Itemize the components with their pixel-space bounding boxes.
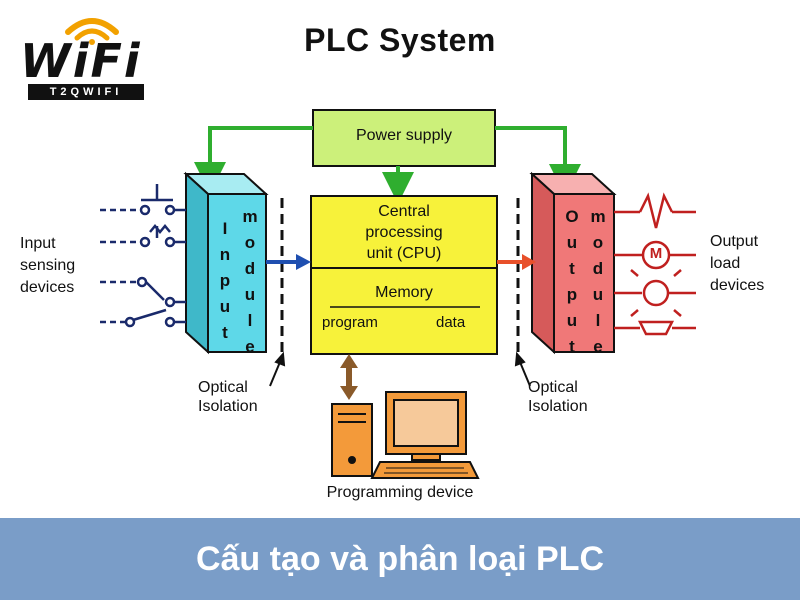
module-letter: d: [244, 259, 256, 278]
power-supply-label: Power supply: [355, 127, 453, 144]
output-devices-line1: Output: [710, 233, 759, 250]
module-letter: I: [222, 219, 228, 238]
module-letter: m: [590, 207, 606, 226]
module-letter: u: [592, 285, 604, 304]
module-letter: m: [242, 207, 258, 226]
optical-isolation-left-label: Optical Isolation: [198, 378, 258, 416]
module-letter: O: [565, 207, 579, 226]
input-devices-line2: sensing: [20, 257, 76, 274]
cpu-label-line3: unit (CPU): [366, 245, 442, 262]
wifi-logo-icon: [65, 18, 119, 45]
module-letter: p: [219, 271, 231, 290]
cpu-label-line2: processing: [365, 224, 443, 241]
optical-isolation-right-label: Optical Isolation: [528, 378, 588, 416]
module-letter: l: [595, 311, 601, 330]
horn-icon: [637, 320, 675, 336]
input-devices-line3: devices: [20, 279, 75, 296]
module-letter: t: [569, 259, 575, 278]
module-letter: u: [566, 311, 578, 330]
module-letter: u: [244, 285, 256, 304]
plc-diagram: [65, 18, 696, 479]
programming-device-label: Programming device: [326, 484, 474, 501]
module-letter: u: [219, 297, 231, 316]
input-switches: [100, 184, 186, 328]
optical-left-line1: Optical: [198, 379, 248, 396]
optical-pointer-arrows: [269, 351, 531, 387]
output-devices-label: Output load devices: [710, 231, 764, 297]
lamp-icon: [642, 279, 670, 307]
output-devices-line3: devices: [710, 277, 765, 294]
module-letter: p: [566, 285, 578, 304]
module-letter: t: [222, 323, 228, 342]
input-devices-label: Input sensing devices: [20, 233, 75, 299]
diagram-title: PLC System: [304, 22, 496, 58]
input-to-cpu-arrow: [266, 254, 311, 270]
motor-symbol-label: M: [649, 245, 663, 262]
caption-band: [0, 518, 800, 600]
output-module-box: [529, 171, 617, 355]
cpu-label-line1: Central: [378, 203, 430, 220]
module-letter: e: [593, 337, 603, 356]
module-letter: o: [592, 233, 604, 252]
logo-wordmark: WiFi: [20, 34, 142, 88]
module-letter: e: [245, 337, 255, 356]
caption-text: Cấu tạo và phân loại PLC: [195, 540, 605, 578]
logo-tagline: T2QWIFI: [28, 84, 144, 100]
programming-link-arrow: [340, 354, 358, 400]
output-loads: [614, 192, 696, 336]
optical-right-line1: Optical: [528, 379, 578, 396]
cpu-to-output-arrow: [497, 254, 536, 270]
module-letter: o: [244, 233, 256, 252]
input-devices-line1: Input: [20, 235, 56, 252]
input-module-box: [183, 171, 269, 355]
memory-label: Memory: [375, 284, 433, 301]
module-letter: n: [219, 245, 231, 264]
optical-left-line2: Isolation: [198, 398, 258, 415]
power-supply-box: [312, 109, 496, 167]
module-letter: u: [566, 233, 578, 252]
memory-program-label: program: [322, 314, 378, 331]
memory-data-label: data: [436, 314, 466, 331]
optical-right-line2: Isolation: [528, 398, 588, 415]
module-letter: t: [569, 337, 575, 356]
cpu-label: Central processing unit (CPU): [311, 201, 497, 264]
module-letter: d: [592, 259, 604, 278]
computer-icon: [331, 391, 480, 479]
output-devices-line2: load: [710, 255, 741, 272]
cpu-memory-block: [310, 195, 498, 355]
module-letter: l: [247, 311, 253, 330]
power-lines: [194, 126, 581, 204]
